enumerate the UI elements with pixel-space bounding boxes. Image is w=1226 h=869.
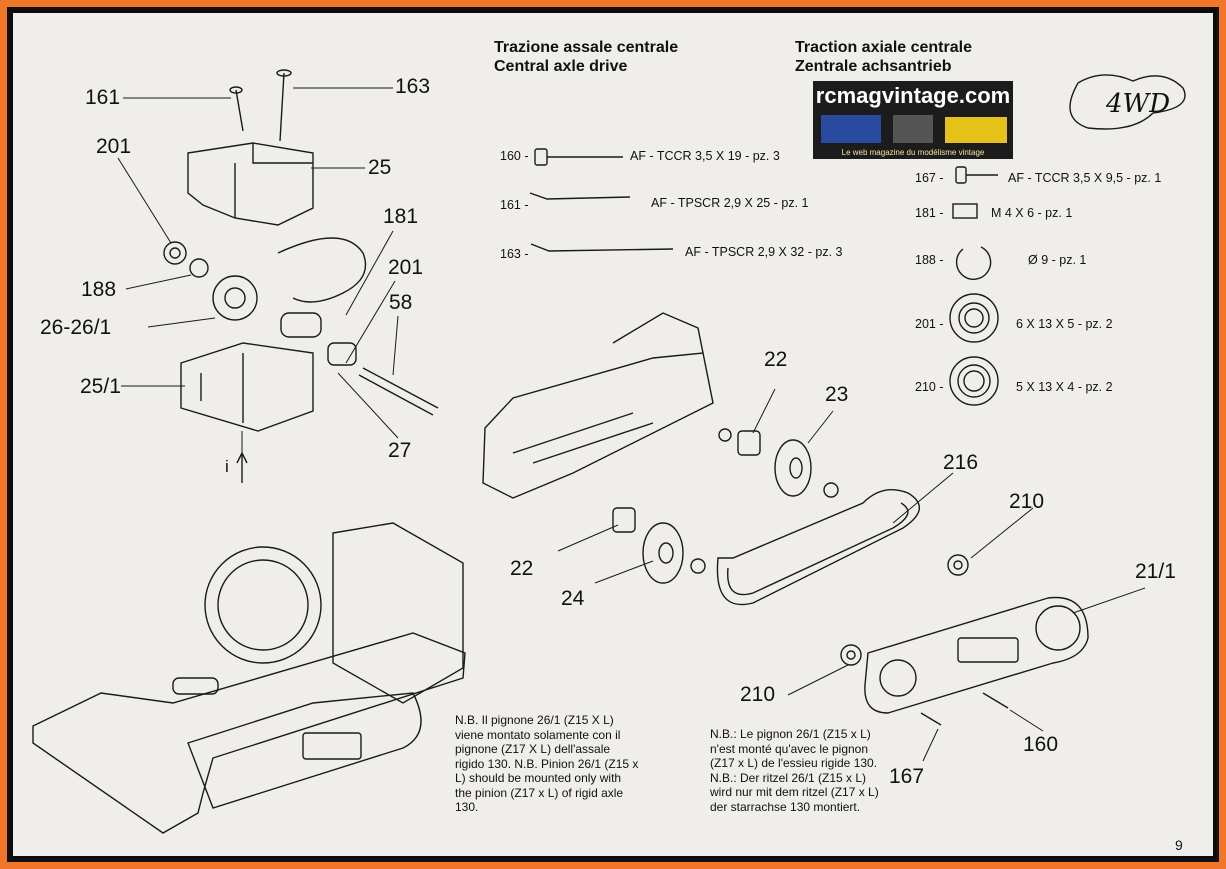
- hw-text-210: 5 X 13 X 4 - pz. 2: [1016, 380, 1113, 394]
- shaft-58-drawing: [280, 312, 439, 416]
- chassis-drawing: [32, 522, 466, 834]
- spec-ref-161: 161 -: [500, 198, 529, 212]
- bearing-201-drawing: [163, 241, 187, 265]
- hw-text-201: 6 X 13 X 5 - pz. 2: [1016, 317, 1113, 331]
- hw-ref-181: 181 -: [915, 206, 944, 220]
- callout-160: 160: [1023, 733, 1059, 756]
- callout-210-top: 210: [1009, 490, 1045, 513]
- hw-ref-210: 210 -: [915, 380, 944, 394]
- hw-ref-188: 188 -: [915, 253, 944, 267]
- page-number: 9: [1175, 837, 1183, 853]
- hw-ref-167: 167 -: [915, 171, 944, 185]
- callout-201-left: 201: [96, 135, 132, 158]
- hub-22-drawing: [718, 428, 761, 456]
- spec-ref-160: 160 -: [500, 149, 529, 163]
- screws-160-167-drawing: [920, 692, 1009, 726]
- bearing-210-drawing: [840, 554, 969, 666]
- badge-4wd: 4WD: [1106, 89, 1171, 119]
- pulley-24-drawing: [642, 522, 706, 584]
- leader-lines-right: [557, 388, 1146, 762]
- clip-188-drawing: [189, 258, 209, 278]
- callout-25: 25: [368, 156, 392, 179]
- spec-text-161: AF - TPSCR 2,9 X 25 - pz. 1: [651, 196, 809, 210]
- callout-167: 167: [889, 765, 925, 788]
- heading-de: Zentrale achsantrieb: [795, 58, 952, 75]
- callout-22-top: 22: [764, 348, 788, 371]
- heading-en: Central axle drive: [494, 58, 628, 75]
- callout-161: 161: [85, 86, 121, 109]
- badge-4wd-outline: [1069, 74, 1186, 130]
- hw-text-188: Ø 9 - pz. 1: [1028, 253, 1087, 267]
- callout-24: 24: [561, 587, 585, 610]
- leader-lines-left: [117, 87, 399, 458]
- spec-text-160: AF - TCCR 3,5 X 19 - pz. 3: [630, 149, 780, 163]
- logo-tagline: Le web magazine du modélisme vintage: [841, 148, 985, 157]
- callout-22-bottom: 22: [510, 557, 534, 580]
- note-fr-de: N.B.: Le pignon 26/1 (Z15 x L) n'est mon…: [710, 727, 879, 814]
- heading-it: Trazione assale centrale: [494, 39, 679, 56]
- callout-27: 27: [388, 439, 412, 462]
- spec-ref-163: 163 -: [500, 247, 529, 261]
- hw-text-181: M 4 X 6 - pz. 1: [991, 206, 1073, 220]
- callout-201-right: 201: [388, 256, 424, 279]
- screw-161-drawing: [229, 86, 244, 132]
- rcmagvintage-logo[interactable]: rcmagvintage.com Le web magazine du modé…: [813, 81, 1013, 159]
- callout-26-26-1: 26-26/1: [40, 316, 112, 339]
- note-it-en: N.B. Il pignone 26/1 (Z15 X L) viene mon…: [455, 713, 639, 814]
- logo-car-images: [821, 115, 1007, 143]
- callout-163: 163: [395, 75, 431, 98]
- callout-188: 188: [81, 278, 117, 301]
- belt-upper-drawing: [277, 237, 367, 303]
- callout-58: 58: [389, 291, 413, 314]
- gear-case-drawing: [482, 312, 714, 499]
- callout-21-1: 21/1: [1135, 560, 1176, 583]
- logo-site-name: rcmagvintage.com: [815, 83, 1011, 108]
- arrow-i-drawing: [236, 451, 248, 483]
- callout-25-1: 25/1: [80, 375, 121, 398]
- callout-i: i: [225, 457, 229, 476]
- pulley-23-drawing: [774, 439, 839, 498]
- housing-25-1-drawing: [180, 342, 314, 432]
- housing-25-drawing: [187, 142, 314, 226]
- screw-163-drawing: [276, 69, 292, 142]
- hub-22-lower-drawing: [612, 507, 636, 533]
- callout-23: 23: [825, 383, 849, 406]
- screw-spec-drawings: [529, 148, 999, 406]
- exploded-diagram: [32, 69, 1186, 834]
- spec-text-163: AF - TPSCR 2,9 X 32 - pz. 3: [685, 245, 843, 259]
- manual-page: Trazione assale centrale Central axle dr…: [10, 10, 1216, 859]
- heading-fr: Traction axiale centrale: [795, 39, 972, 56]
- cover-21-1-drawing: [864, 596, 1089, 714]
- hw-text-167: AF - TCCR 3,5 X 9,5 - pz. 1: [1008, 171, 1162, 185]
- belt-216-drawing: [716, 489, 920, 606]
- pulley-26-drawing: [212, 275, 258, 321]
- callout-216: 216: [943, 451, 979, 474]
- hw-ref-201: 201 -: [915, 317, 944, 331]
- callout-210-bottom: 210: [740, 683, 776, 706]
- callout-181: 181: [383, 205, 419, 228]
